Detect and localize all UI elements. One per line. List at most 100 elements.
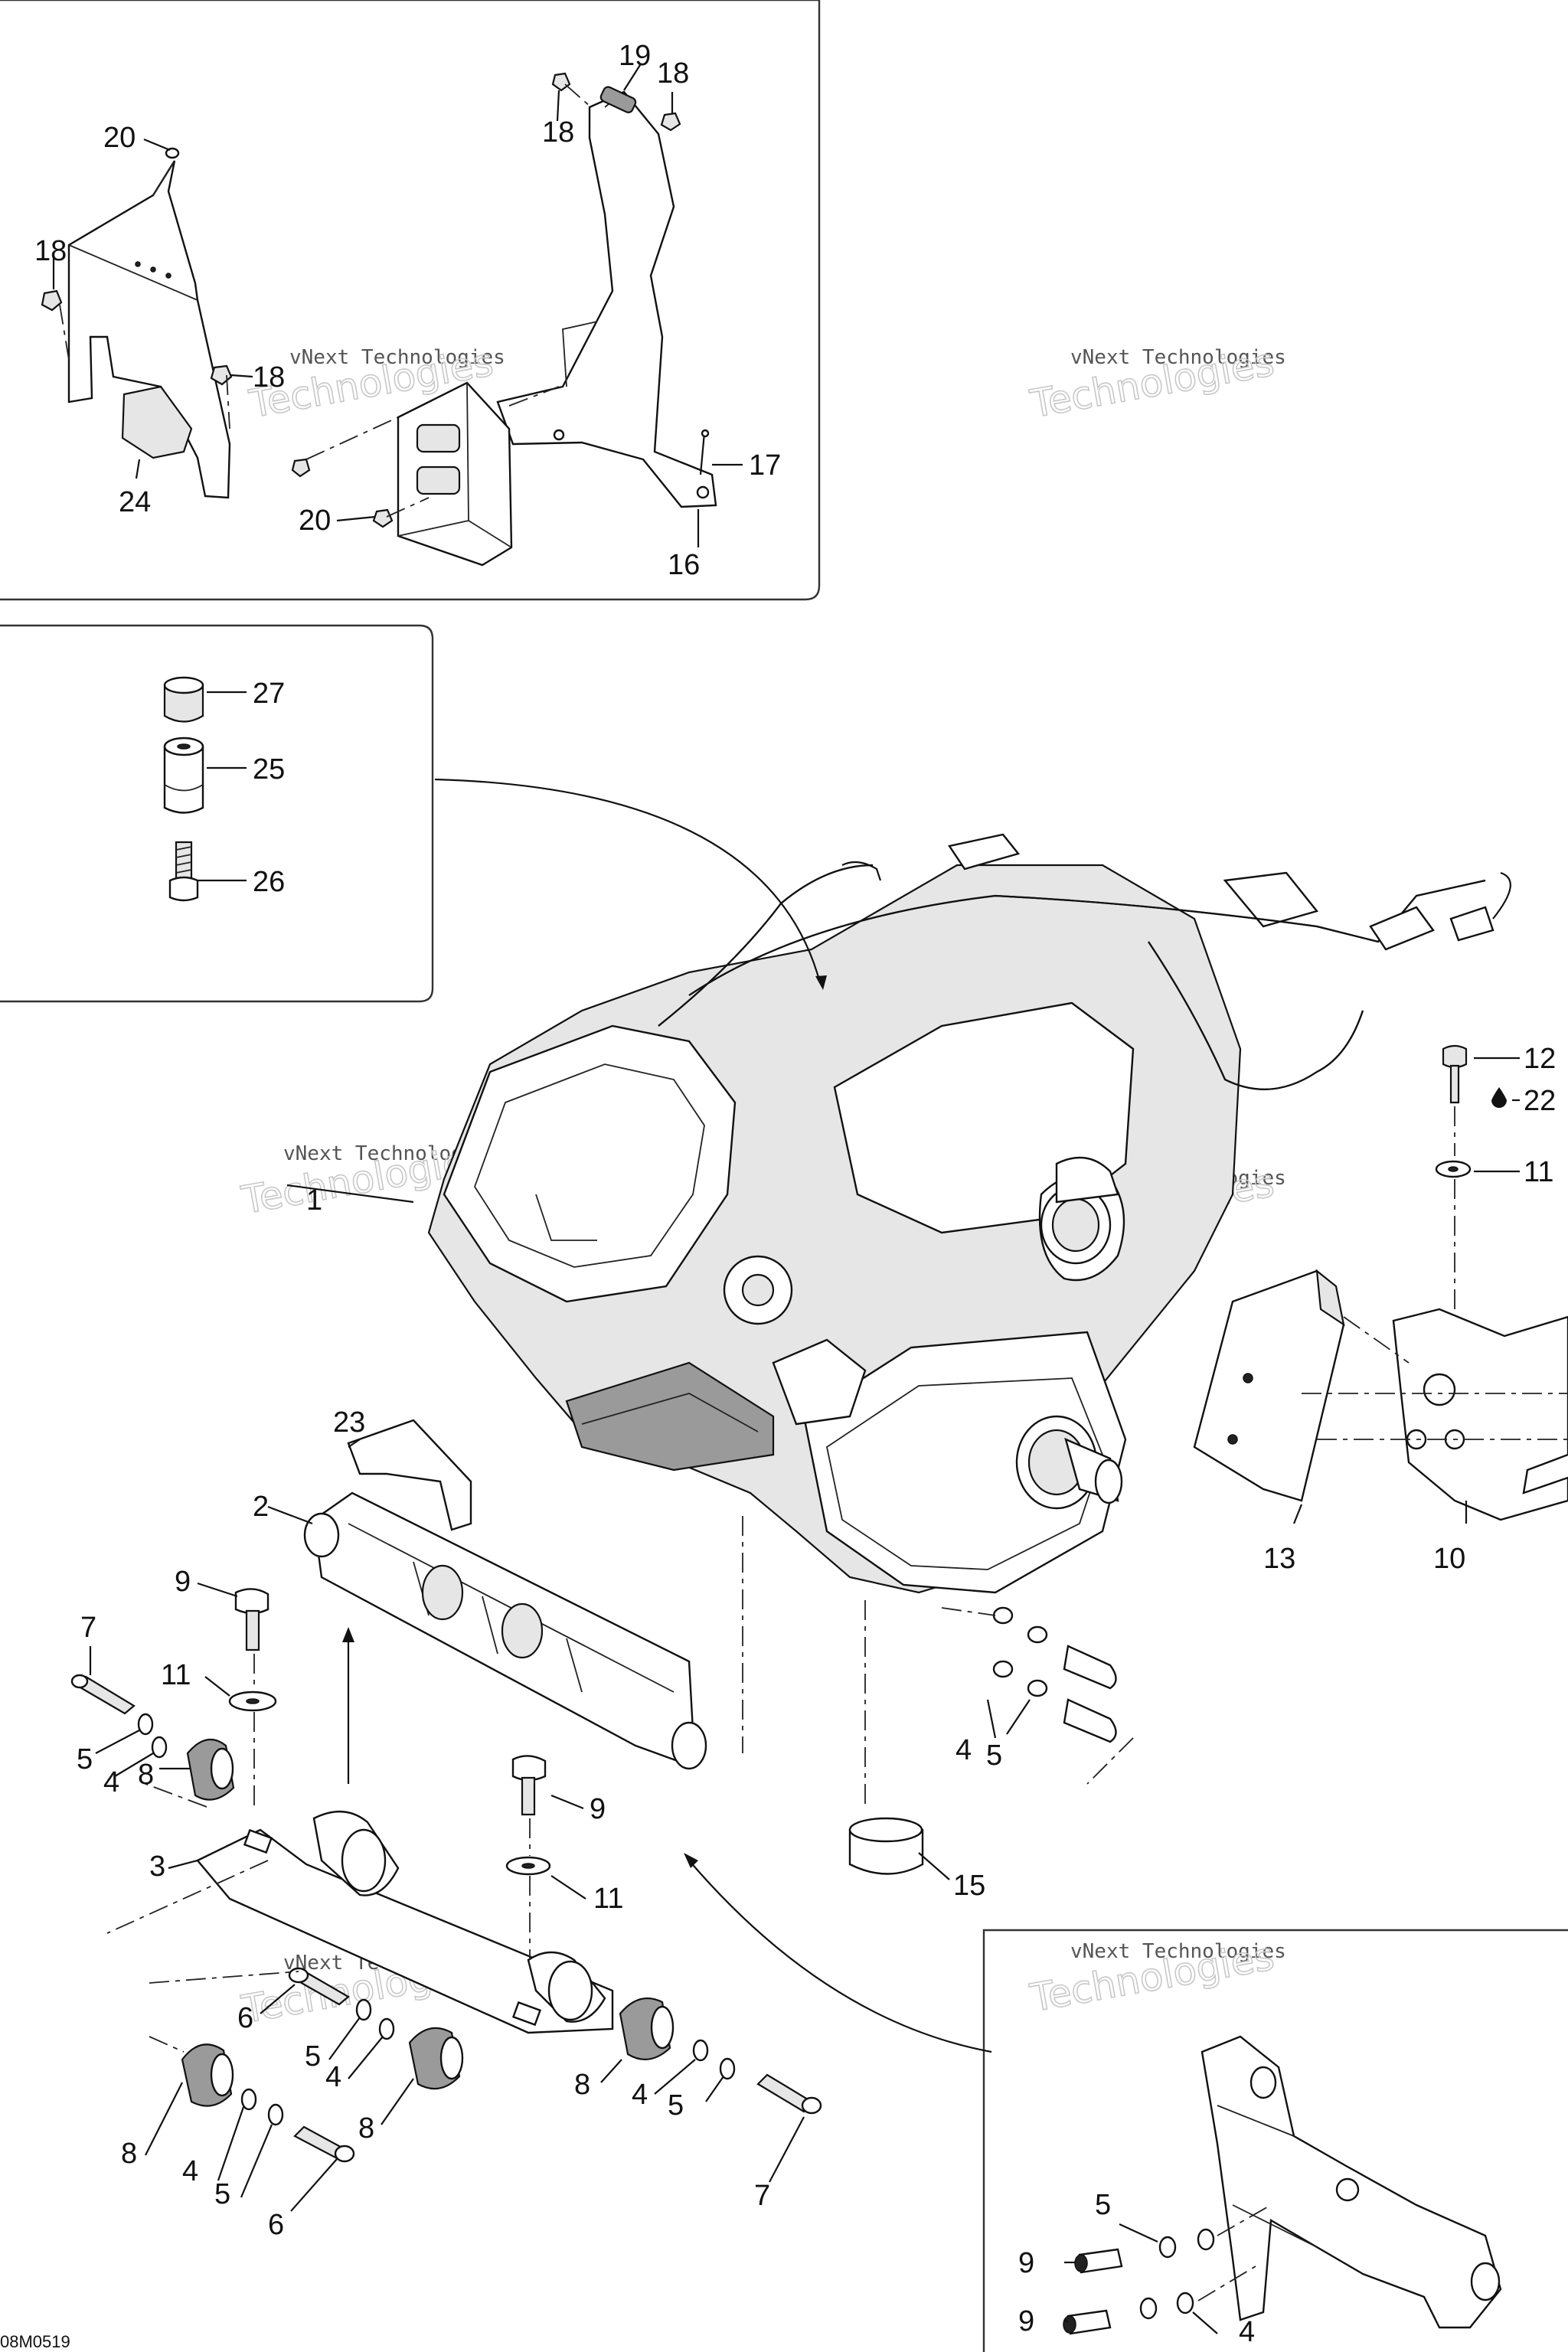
- washers-inset: [1139, 2228, 1215, 2320]
- nut-18-right: [660, 112, 681, 132]
- spacer-25: [163, 737, 204, 814]
- watermark-block-6: vNext Technologies Technologies: [1026, 1933, 1286, 2021]
- callout-9: 9: [1018, 2305, 1034, 2337]
- callout-8: 8: [138, 1759, 154, 1791]
- bolts-9-inset: [1063, 2248, 1123, 2335]
- callout-11: 11: [161, 1659, 191, 1691]
- bolt-7-left: [70, 1674, 136, 1715]
- callout-20: 20: [103, 122, 136, 154]
- callout-18: 18: [253, 361, 285, 394]
- callout-labels: 20 18 18 24 20 17 16 18 19 18 27 25 26 1…: [34, 40, 1556, 2348]
- washer-11-upper: [228, 1690, 277, 1712]
- callout-11: 11: [593, 1883, 623, 1915]
- top-inset-panel: [0, 0, 821, 601]
- callout-3: 3: [149, 1851, 165, 1883]
- callout-18: 18: [657, 57, 689, 90]
- nut-18-left: [41, 289, 63, 312]
- watermark-text: vNext Technologies: [1070, 346, 1286, 369]
- mounting-rail-2: [303, 1491, 707, 1770]
- heat-shield-insert: [121, 385, 193, 459]
- left-inset-panel: [0, 624, 434, 1003]
- callout-23: 23: [333, 1406, 365, 1439]
- callout-4: 4: [1239, 2316, 1255, 2348]
- rubber-mount-15: [848, 1817, 924, 1875]
- washers-bolts-engine-right: [992, 1606, 1117, 1743]
- callout-11: 11: [1524, 1156, 1553, 1188]
- loctite-22-icon: [1491, 1087, 1507, 1108]
- callout-25: 25: [253, 753, 285, 786]
- engine-assembly: [427, 864, 1242, 1594]
- bolt-7-right: [756, 2073, 822, 2115]
- diagram-code: 08M0519: [0, 2332, 70, 2351]
- mounting-plate-3: [196, 1810, 614, 2034]
- callout-13: 13: [1263, 1543, 1295, 1575]
- callout-18: 18: [34, 235, 67, 267]
- bushing-8-upper: [186, 1738, 235, 1801]
- bracket-right: [496, 90, 717, 508]
- callout-4: 4: [632, 2079, 648, 2111]
- bushing-8-lower-left: [181, 2043, 234, 2107]
- washer-5-right: [719, 2057, 736, 2080]
- washer-11-middle: [505, 1856, 551, 1876]
- callout-16: 16: [668, 549, 700, 581]
- callout-20: 20: [299, 505, 331, 537]
- callout-9: 9: [175, 1566, 191, 1598]
- rubber-mount-13: [1193, 1269, 1345, 1502]
- washer-4-left: [151, 1736, 168, 1759]
- callout-26: 26: [253, 866, 285, 898]
- bolt-9-middle: [511, 1755, 547, 1816]
- callout-1: 1: [306, 1184, 322, 1217]
- washer-5-lower-left: [267, 2103, 284, 2126]
- callout-7: 7: [754, 2180, 770, 2212]
- callout-5: 5: [668, 2089, 684, 2122]
- callout-15: 15: [953, 1870, 985, 1902]
- washer-4-lower-left: [240, 2088, 257, 2111]
- callout-5: 5: [986, 1740, 1002, 1772]
- washer-11-right: [1435, 1160, 1472, 1178]
- callout-2: 2: [253, 1491, 269, 1523]
- bolt-12: [1442, 1044, 1468, 1104]
- callout-7: 7: [80, 1612, 96, 1644]
- engine-mount-bracket-10: [1392, 1308, 1568, 1521]
- cap-27: [163, 676, 204, 723]
- bushing-8-lower-mid: [408, 2027, 464, 2090]
- callout-19: 19: [619, 40, 651, 72]
- callout-17: 17: [749, 449, 781, 482]
- bolt-9-upper: [234, 1588, 270, 1651]
- mount-bracket-alt: [1200, 2035, 1502, 2329]
- wiring-harness: [658, 833, 1511, 1090]
- washer-4-right: [692, 2039, 709, 2062]
- bushing-8-right: [619, 1997, 675, 2060]
- callout-27: 27: [253, 678, 285, 710]
- bolt-6-lower: [293, 2125, 355, 2163]
- tie-17: [699, 429, 710, 475]
- callout-4: 4: [103, 1766, 119, 1798]
- bolt-26: [168, 841, 199, 902]
- callout-8: 8: [574, 2069, 590, 2101]
- callout-4: 4: [325, 2061, 341, 2093]
- callout-22: 22: [1524, 1085, 1556, 1117]
- callout-5: 5: [305, 2040, 321, 2073]
- callout-9: 9: [590, 1793, 606, 1825]
- nut-20-bottom: [291, 458, 394, 528]
- callout-5: 5: [1095, 2189, 1111, 2221]
- washer-5-mid-left: [355, 1998, 372, 2021]
- callout-24: 24: [119, 486, 151, 518]
- watermark-text: vNext Technologies: [289, 346, 505, 369]
- bolt-6-upper: [288, 1967, 350, 2006]
- callout-8: 8: [358, 2112, 374, 2145]
- callout-4: 4: [182, 2155, 198, 2187]
- callout-6: 6: [268, 2209, 284, 2241]
- heat-shield-23: [347, 1419, 472, 1531]
- fastener-20-top: [165, 147, 180, 159]
- bottom-right-inset-panel: [982, 1929, 1568, 2352]
- callout-4: 4: [956, 1734, 972, 1766]
- nut-18-top: [551, 72, 571, 92]
- washer-5-left: [137, 1713, 154, 1736]
- callout-9: 9: [1018, 2247, 1034, 2279]
- washer-4-mid-left: [378, 2017, 395, 2040]
- callout-18: 18: [542, 116, 574, 149]
- callout-5: 5: [214, 2178, 230, 2210]
- callout-12: 12: [1524, 1043, 1556, 1075]
- bolt-19: [599, 86, 637, 113]
